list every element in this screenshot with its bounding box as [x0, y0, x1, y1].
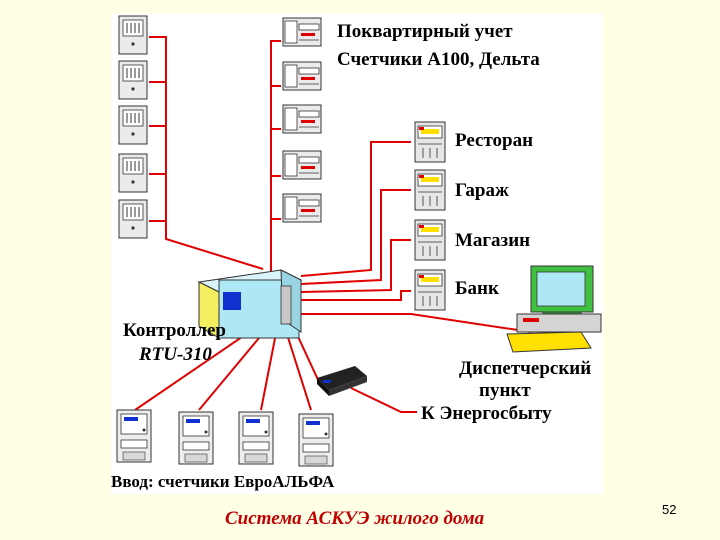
dispatcher-point-label: пункт [479, 380, 531, 401]
controller-model-label: RTU-310 [139, 344, 212, 365]
modem [317, 366, 367, 396]
restaurant-meter [414, 121, 446, 163]
bank-label: Банк [455, 278, 499, 299]
dispatcher-label: Диспетчерский [459, 358, 592, 379]
apartment-meters-middle [282, 17, 322, 223]
energy-sales-label: К Энергосбыту [421, 403, 552, 424]
system-diagram [116, 15, 602, 467]
slide-number: 52 [662, 502, 677, 517]
controller-rtu310 [197, 269, 303, 339]
restaurant-label: Ресторан [455, 130, 534, 151]
slide-title: Система АСКУЭ жилого дома [225, 508, 485, 529]
garage-meter [414, 169, 446, 211]
shop-meter [414, 219, 446, 261]
meter-models-label: Счетчики А100, Дельта [337, 49, 540, 70]
diagram-panel: Поквартирный учет Счетчики А100, Дельта … [111, 14, 603, 494]
garage-label: Гараж [455, 180, 509, 201]
apartment-meters-left [118, 15, 148, 239]
input-meters-euroalpha [116, 409, 334, 467]
controller-label: Контроллер [123, 320, 226, 341]
apartment-metering-label: Поквартирный учет [337, 21, 513, 42]
bank-meter [414, 269, 446, 311]
dispatcher-computer [506, 265, 602, 353]
wiring [134, 36, 532, 413]
shop-label: Магазин [455, 230, 531, 251]
input-meters-label: Ввод: счетчики ЕвроАЛЬФА [111, 472, 335, 491]
